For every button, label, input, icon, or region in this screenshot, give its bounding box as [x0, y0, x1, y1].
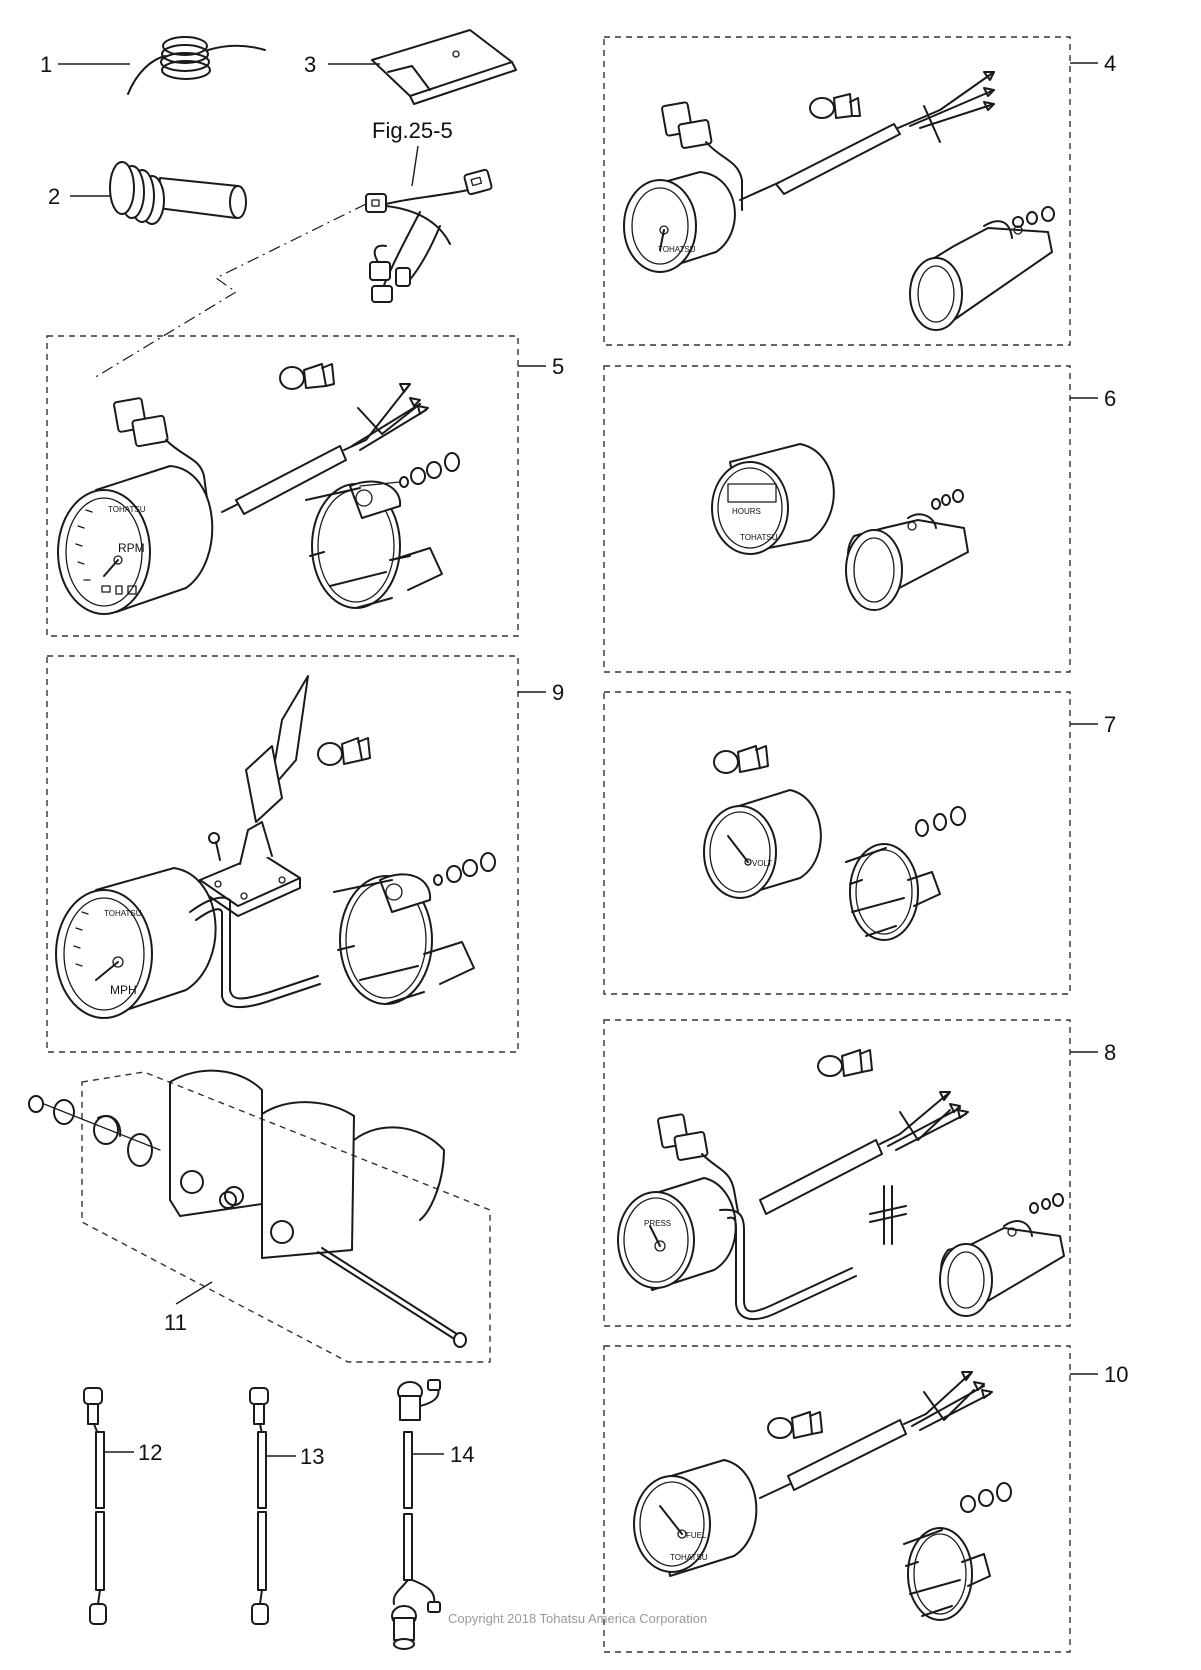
figure-ref-label: Fig.25-5 — [372, 118, 453, 143]
callout-1: 1 — [40, 52, 52, 77]
part-6-hours-text: HOURS — [732, 507, 761, 516]
callout-8: 8 — [1104, 1040, 1116, 1065]
callout-6: 6 — [1104, 386, 1116, 411]
part-11-mounting-hardware — [28, 1069, 491, 1363]
part-3-pad — [371, 29, 517, 105]
callout-3: 3 — [304, 52, 316, 77]
part-10-fuel-text: FUEL — [686, 1531, 707, 1540]
box-part-7 — [603, 691, 1071, 995]
part-5-tachometer-assembly: RPM TOHATSU — [57, 363, 460, 615]
box-part-10 — [603, 1345, 1071, 1653]
callout-7: 7 — [1104, 712, 1116, 737]
callout-14: 14 — [450, 1442, 474, 1467]
part-9-speedometer-assembly: MPH TOHATSU — [55, 675, 496, 1019]
callout-13: 13 — [300, 1444, 324, 1469]
part-9-brand-text: TOHATSU — [104, 909, 142, 918]
part-10-fuel-gauge-assembly: FUEL TOHATSU — [633, 1371, 1012, 1621]
box-part-5 — [46, 335, 519, 637]
part-12-extension-cable — [83, 1387, 107, 1625]
part-7-voltmeter-assembly: VOLT — [703, 745, 966, 941]
copyright-text: Copyright 2018 Tohatsu America Corporati… — [448, 1611, 707, 1626]
part-10-brand-text: TOHATSU — [670, 1553, 708, 1562]
callout-2: 2 — [48, 184, 60, 209]
box-part-6 — [603, 365, 1071, 673]
callout-4: 4 — [1104, 51, 1116, 76]
part-9-mph-text: MPH — [110, 983, 137, 997]
part-14-y-harness — [391, 1379, 441, 1650]
part-8-pressure-gauge-assembly: PRESS — [617, 1049, 1065, 1321]
callout-5: 5 — [552, 354, 564, 379]
box-part-8 — [603, 1019, 1071, 1327]
part-6-hour-meter-assembly: HOURS TOHATSU — [711, 443, 969, 611]
box-part-4 — [603, 36, 1071, 346]
fig-25-5-harness: Fig.25-5 — [365, 118, 493, 303]
part-6-brand-text: TOHATSU — [740, 533, 778, 542]
part-4-brand-text: TOHATSU — [658, 245, 696, 254]
part-5-brand-text: TOHATSU — [108, 505, 146, 514]
part-2-hose-fitting — [109, 161, 247, 225]
harness-connection-line — [93, 203, 367, 379]
part-4-gauge-assembly: TOHATSU — [623, 71, 1055, 331]
callout-12: 12 — [138, 1440, 162, 1465]
part-5-rpm-text: RPM — [118, 541, 145, 555]
callout-10: 10 — [1104, 1362, 1128, 1387]
part-7-volt-text: VOLT — [752, 859, 772, 868]
part-13-extension-cable — [249, 1387, 269, 1625]
part-8-press-text: PRESS — [644, 1219, 671, 1228]
box-part-9 — [46, 655, 519, 1053]
callout-9: 9 — [552, 680, 564, 705]
leader-11 — [175, 1281, 213, 1305]
callout-11: 11 — [164, 1310, 187, 1335]
part-1-coiled-hose — [127, 36, 266, 95]
